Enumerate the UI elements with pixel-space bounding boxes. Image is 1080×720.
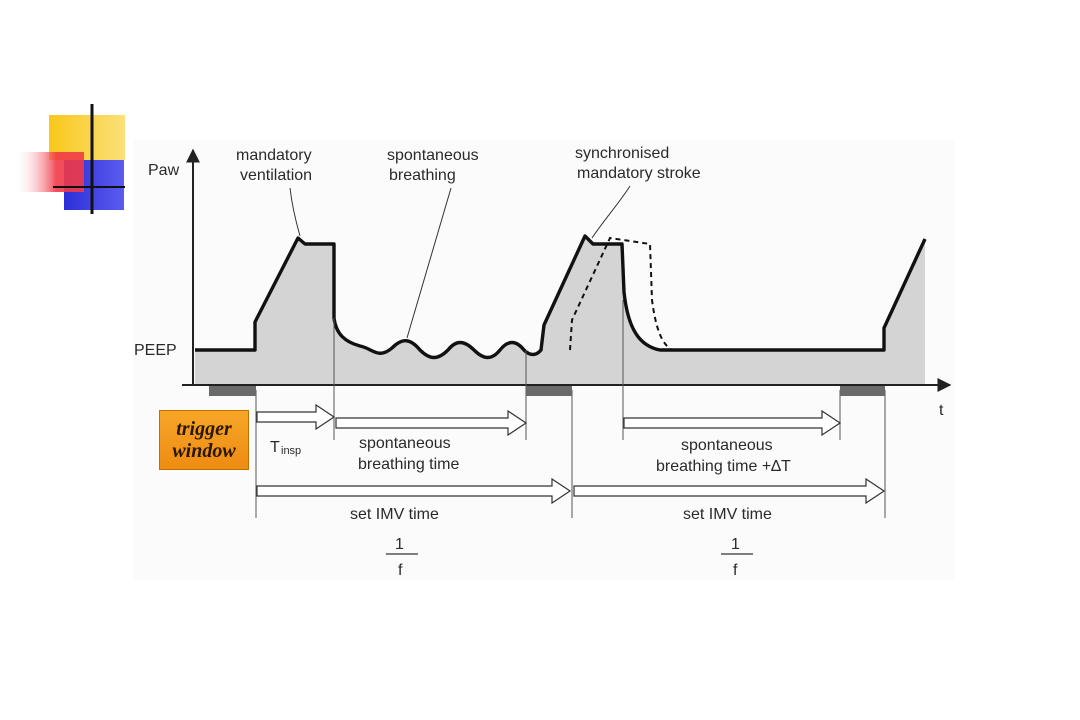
annotation-spontaneous: spontaneous bbox=[387, 147, 479, 164]
tinsp-arrow bbox=[256, 403, 336, 431]
trigger-window-line2: window bbox=[172, 440, 236, 462]
freq-denominator-2: f bbox=[733, 562, 738, 579]
spont-time-line1: spontaneous bbox=[359, 435, 451, 452]
spont-time-line2: breathing time bbox=[358, 456, 459, 473]
spont-time-dt-line1: spontaneous bbox=[681, 437, 773, 454]
pressure-waveform bbox=[195, 234, 927, 360]
x-axis-label: t bbox=[939, 402, 944, 419]
spont-time-arrow bbox=[335, 409, 528, 437]
imv-time-arrow-2 bbox=[573, 477, 886, 505]
logo-red-square bbox=[14, 152, 84, 192]
freq-numerator-1: 1 bbox=[395, 536, 404, 553]
peep-label: PEEP bbox=[134, 342, 177, 359]
imv-time-label-1: set IMV time bbox=[350, 506, 439, 523]
trigger-window-bar bbox=[840, 386, 885, 396]
freq-numerator-2: 1 bbox=[731, 536, 740, 553]
spont-time-dt-line2: breathing time +∆T bbox=[656, 458, 791, 475]
annotation-breathing: breathing bbox=[389, 167, 456, 184]
slide-logo bbox=[14, 104, 125, 214]
leader-spontaneous bbox=[406, 187, 452, 339]
tinsp-label: T bbox=[270, 439, 280, 456]
annotation-ventilation: ventilation bbox=[240, 167, 312, 184]
y-axis-label: Paw bbox=[148, 162, 180, 179]
tinsp-main: T bbox=[270, 439, 280, 456]
imv-time-arrow-1 bbox=[256, 477, 572, 505]
tinsp-subscript: insp bbox=[281, 445, 301, 457]
trigger-window-bar bbox=[209, 386, 256, 396]
spont-time-dt-arrow bbox=[623, 409, 842, 437]
trigger-window-bar bbox=[526, 386, 572, 396]
annotation-mandatory-stroke: mandatory stroke bbox=[577, 165, 701, 182]
delayed-stroke-dashed bbox=[569, 236, 673, 351]
trigger-window-badge: trigger window bbox=[159, 410, 249, 470]
pressure-area bbox=[195, 236, 925, 385]
leader-mandatory bbox=[289, 187, 301, 237]
annotation-mandatory: mandatory bbox=[236, 147, 312, 164]
imv-time-label-2: set IMV time bbox=[683, 506, 772, 523]
freq-denominator-1: f bbox=[398, 562, 403, 579]
trigger-window-line1: trigger bbox=[176, 418, 232, 440]
annotation-synchronised: synchronised bbox=[575, 145, 669, 162]
leader-synchronised bbox=[591, 185, 631, 239]
